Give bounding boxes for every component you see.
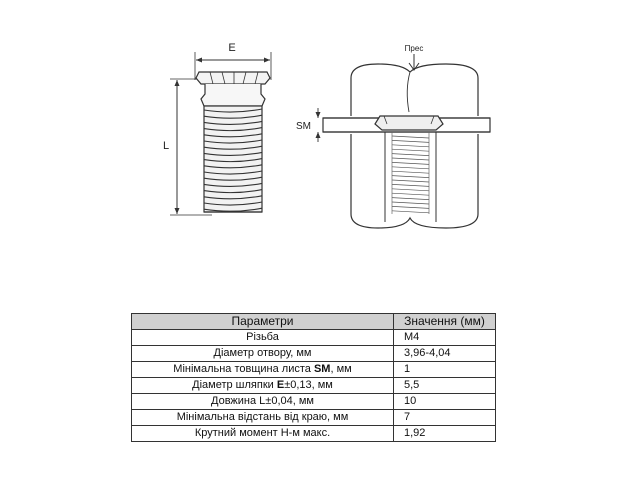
thread-line	[391, 201, 430, 205]
value-cell: 5,5	[393, 377, 496, 394]
table-row: Діаметр шляпки E±0,13, мм 5,5	[131, 377, 496, 394]
param-cell: Мінімальна товщина листа SM, мм	[131, 361, 394, 378]
table-row: Різьба M4	[131, 329, 496, 346]
thread-line	[203, 139, 263, 144]
thread-line	[203, 158, 263, 163]
thread-line	[391, 175, 430, 178]
thread-line	[391, 206, 430, 209]
value-cell: M4	[393, 329, 496, 346]
thread-line	[391, 192, 430, 196]
param-cell: Різьба	[131, 329, 394, 346]
label-press: Прес	[405, 44, 424, 53]
thread-line	[203, 195, 263, 200]
thread-line	[391, 140, 430, 143]
thread-line	[203, 201, 263, 206]
thread-line	[203, 151, 263, 156]
thread-line	[391, 170, 430, 174]
thread-line	[391, 179, 430, 183]
thread-line	[203, 182, 263, 187]
thread-line	[391, 197, 430, 200]
table-row: Мінімальна відстань від краю, мм 7	[131, 409, 496, 426]
param-cell: Довжина L±0,04, мм	[131, 393, 394, 410]
specifications-table: Параметри Значення (мм) Різьба M4 Діамет…	[131, 313, 496, 442]
thread-line	[203, 164, 263, 169]
table-row: Довжина L±0,04, мм 10	[131, 393, 496, 410]
thread-line	[391, 153, 430, 156]
thread-line	[391, 184, 430, 187]
thread-line	[203, 170, 263, 175]
value-cell: 7	[393, 409, 496, 426]
thread-line	[203, 114, 263, 119]
param-cell: Діаметр шляпки E±0,13, мм	[131, 377, 394, 394]
thread-line	[203, 108, 263, 113]
installation-view	[315, 54, 491, 229]
thread-line	[203, 145, 263, 150]
thread-line	[391, 157, 430, 161]
thread-line	[391, 148, 430, 152]
column-header-parameters: Параметри	[131, 313, 394, 330]
thread-line	[203, 120, 263, 125]
stud-side-view	[170, 52, 272, 216]
thread-line	[203, 133, 263, 138]
label-l: L	[163, 140, 169, 152]
value-cell: 1	[393, 361, 496, 378]
thread-line	[391, 144, 430, 148]
value-cell: 10	[393, 393, 496, 410]
stud-threads	[203, 108, 263, 212]
thread-line	[391, 188, 430, 192]
param-cell: Діаметр отвору, мм	[131, 345, 394, 362]
thread-line	[391, 210, 430, 214]
param-cell: Крутний момент Н-м макс.	[131, 425, 394, 442]
thread-line	[391, 166, 430, 170]
technical-drawing: E L Прес SM	[163, 42, 491, 229]
table-row: Діаметр отвору, мм 3,96-4,04	[131, 345, 496, 362]
table-row: Крутний момент Н-м макс. 1,92	[131, 425, 496, 442]
thread-line	[203, 189, 263, 194]
thread-line	[203, 207, 263, 212]
thread-line	[391, 162, 430, 165]
thread-line	[391, 135, 430, 139]
thread-line	[203, 127, 263, 132]
label-e: E	[228, 42, 235, 54]
value-cell: 3,96-4,04	[393, 345, 496, 362]
thread-line	[203, 176, 263, 181]
table-row: Мінімальна товщина листа SM, мм 1	[131, 361, 496, 378]
installed-stud-threads	[391, 135, 430, 214]
param-cell: Мінімальна відстань від краю, мм	[131, 409, 394, 426]
table-header-row: Параметри Значення (мм)	[131, 313, 496, 330]
column-header-values: Значення (мм)	[393, 313, 496, 330]
value-cell: 1,92	[393, 425, 496, 442]
label-sm: SM	[296, 121, 311, 132]
